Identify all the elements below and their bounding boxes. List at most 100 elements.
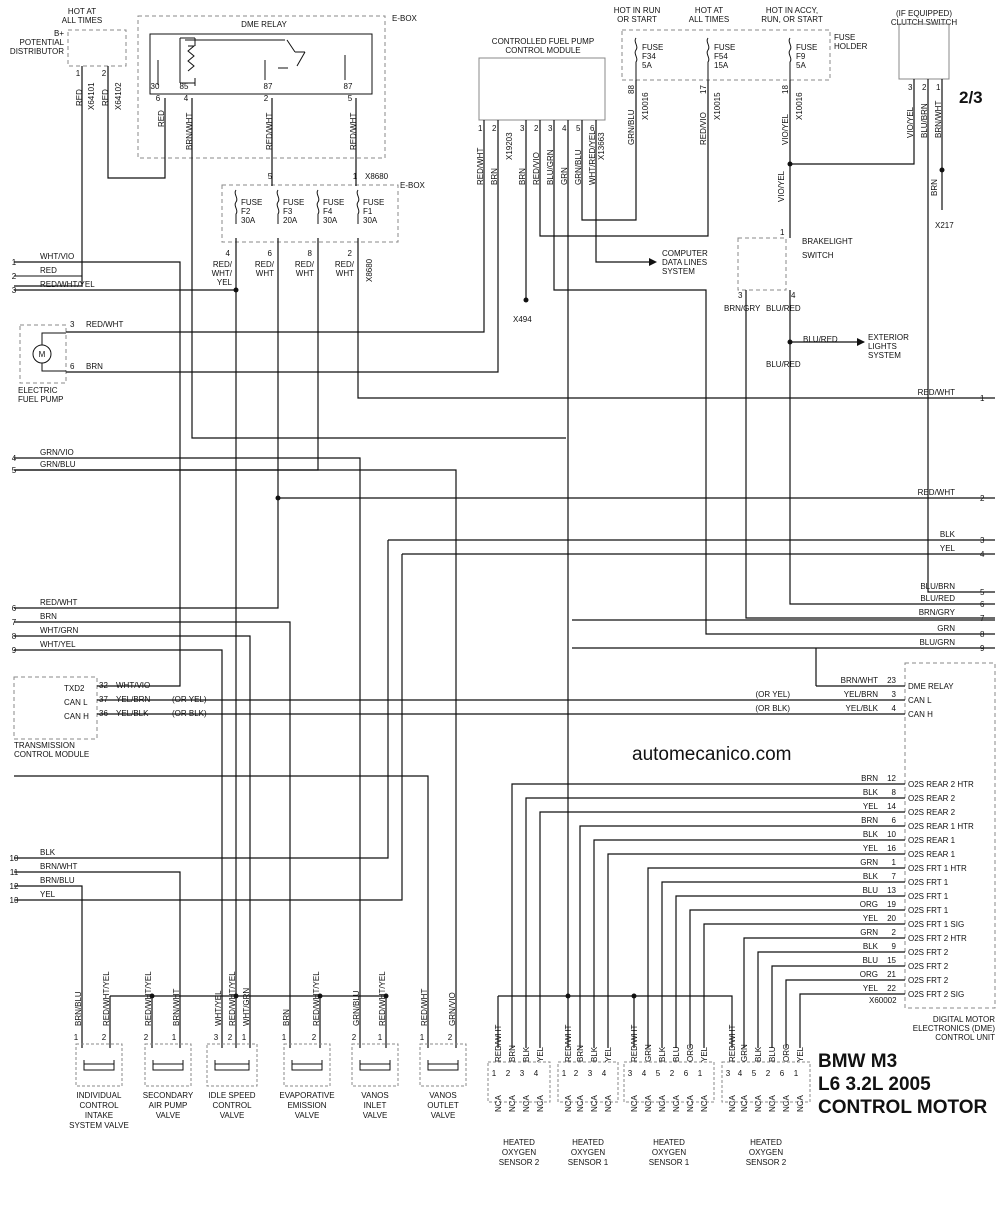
dme-pin-wire: ORG — [860, 970, 878, 979]
left-wire-number: 11 — [10, 868, 19, 877]
sensor-wire — [771, 965, 905, 1048]
component-name: VANOS — [429, 1091, 456, 1100]
dme-pin-number: 19 — [887, 900, 896, 909]
dme-pin-alt: (OR BLK) — [755, 704, 790, 713]
fuse-amp: 15A — [714, 61, 729, 70]
sensor-wire-label: BLU — [768, 1046, 777, 1062]
right-wire-number: 9 — [980, 644, 985, 653]
fuse-wire: RED/ — [295, 260, 315, 269]
module-wire: GRN — [560, 167, 569, 185]
sensor-nca: NCA — [564, 1094, 573, 1112]
fuse-icon — [276, 189, 280, 224]
svg-text:CLUTCH SWITCH: CLUTCH SWITCH — [891, 18, 957, 27]
dme-unit-labels: DIGITAL MOTOR ELECTRONICS (DME) CONTROL … — [869, 996, 995, 1042]
svg-text:HOLDER: HOLDER — [834, 42, 868, 51]
fuse-label: FUSE — [363, 198, 384, 207]
fuse-label: FUSE — [241, 198, 262, 207]
fuse-wire: YEL — [217, 278, 233, 287]
sensor-wire-label: YEL — [700, 1046, 709, 1062]
left-wire-label: BRN/WHT — [40, 862, 77, 871]
dme-unit-box — [904, 662, 996, 1009]
connector-x8680: X8680 — [365, 258, 374, 282]
module-wire: BLU/GRN — [546, 149, 555, 185]
right-wire-label: GRN — [937, 624, 955, 633]
sensor-name: HEATED — [653, 1138, 685, 1147]
dme-pin-wire: YEL — [863, 984, 879, 993]
ebox-label-2: E-BOX — [400, 181, 426, 190]
fuse-wire: GRN/BLU — [627, 109, 636, 145]
svg-text:RED: RED — [157, 110, 166, 127]
dme-pin-wire: GRN — [860, 858, 878, 867]
dme-pin-wire: YEL — [863, 802, 879, 811]
left-wire-label: WHT/GRN — [40, 626, 78, 635]
svg-text:RED/WHT: RED/WHT — [265, 113, 274, 150]
sensor-wire-label: RED/WHT — [728, 1025, 737, 1062]
svg-text:POTENTIAL: POTENTIAL — [20, 38, 65, 47]
component-wire: BRN/WHT — [172, 989, 181, 1026]
fuse-label: FUSE — [796, 43, 817, 52]
sensor-nca: NCA — [740, 1094, 749, 1112]
sensor-wire-label: BLU — [672, 1046, 681, 1062]
potential-distributor-box — [67, 29, 127, 67]
dme-pin-name: O2S FRT 2 HTR — [908, 934, 967, 943]
sensor-nca: NCA — [686, 1094, 695, 1112]
sensor-pin: 6 — [684, 1069, 689, 1078]
sensor-wire-label: ORG — [686, 1044, 695, 1062]
sensor-pin: 1 — [492, 1069, 497, 1078]
module-wire: WHT/RED/YEL — [588, 130, 597, 185]
svg-text:CONTROL UNIT: CONTROL UNIT — [935, 1033, 995, 1042]
fuse-pin: 17 — [699, 85, 708, 94]
motor-icon: M — [39, 350, 46, 359]
component-wire: RED/WHT — [420, 989, 429, 1026]
dme-pin-wire: BRN — [861, 816, 878, 825]
sensor-pin: 2 — [766, 1069, 771, 1078]
sensor-nca: NCA — [576, 1094, 585, 1112]
component-name: VALVE — [295, 1111, 320, 1120]
sensor-box — [557, 1061, 619, 1103]
sensor-pin: 3 — [726, 1069, 731, 1078]
sensor-nca: NCA — [536, 1094, 545, 1112]
dme-pin-number: 6 — [892, 816, 897, 825]
component-pin: 1 — [74, 1033, 79, 1042]
solenoid-icon — [359, 1060, 391, 1071]
sensor-wire — [799, 993, 905, 1048]
component-wire: RED/WHT/YEL — [144, 971, 153, 1026]
dme-pin-name: DME RELAY — [908, 682, 954, 691]
dme-pin-wire: BRN — [861, 774, 878, 783]
sensor-wire-label: BRN — [576, 1045, 585, 1062]
module-pin: 6 — [590, 124, 595, 133]
dme-pin-name: O2S FRT 1 SIG — [908, 920, 964, 929]
potential-distributor-label: B+ — [54, 29, 64, 38]
sensor-nca: NCA — [494, 1094, 503, 1112]
svg-text:RED: RED — [101, 89, 110, 106]
dme-pin-number: 8 — [892, 788, 897, 797]
sensor-wire-label: GRN — [740, 1044, 749, 1062]
sensor-wire-label: YEL — [536, 1046, 545, 1062]
right-wire-number: 4 — [980, 550, 985, 559]
svg-text:ALL TIMES: ALL TIMES — [62, 16, 102, 25]
component-pin: 3 — [214, 1033, 219, 1042]
svg-text:L6 3.2L 2005: L6 3.2L 2005 — [818, 1074, 931, 1095]
svg-text:3: 3 — [70, 320, 75, 329]
dme-relay-box — [149, 33, 373, 95]
fuse-wire: RED/ — [255, 260, 275, 269]
sensor-name: OXYGEN — [749, 1148, 783, 1157]
svg-text:RED/WHT: RED/WHT — [349, 113, 358, 150]
module-wire: BRN — [490, 168, 499, 185]
fuse-amp: 30A — [363, 216, 378, 225]
fuse-id: F4 — [323, 207, 333, 216]
sensor-wire — [607, 853, 905, 1048]
dme-pin-number: 22 — [887, 984, 896, 993]
dme-pin-alt: (OR YEL) — [755, 690, 790, 699]
sensor-name: SENSOR 2 — [746, 1158, 787, 1167]
sensor-pin: 1 — [794, 1069, 799, 1078]
left-wire-number: 10 — [10, 854, 19, 863]
dme-relay-internals — [157, 37, 346, 86]
fuse-id: F9 — [796, 52, 806, 61]
sensor-pin: 4 — [602, 1069, 607, 1078]
sensor-wire — [703, 923, 905, 1048]
svg-text:X64102: X64102 — [114, 82, 123, 110]
fuse-holder-box — [621, 29, 831, 81]
clutch-pin: 3 — [908, 83, 913, 92]
